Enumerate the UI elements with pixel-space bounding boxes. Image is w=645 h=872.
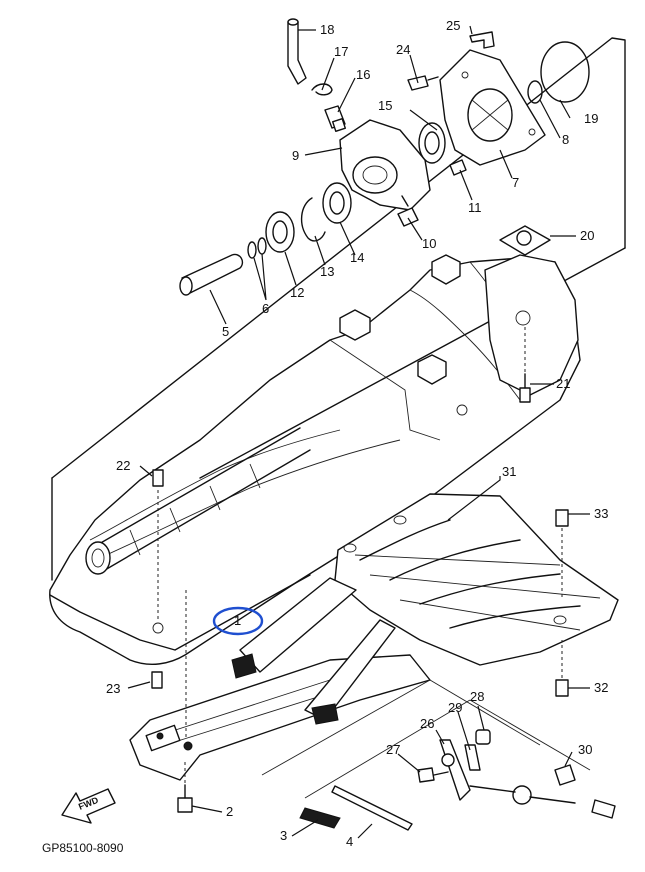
part-11-pin bbox=[449, 159, 467, 176]
part-24-bolt bbox=[407, 75, 439, 91]
part-22-bolt bbox=[152, 469, 164, 620]
part-4-strip bbox=[331, 785, 413, 831]
part-3-strip bbox=[299, 807, 341, 829]
part-15-bearing bbox=[418, 122, 446, 164]
part-label: 29 bbox=[448, 700, 462, 715]
part-label: 28 bbox=[470, 689, 484, 704]
part-label: 1 bbox=[234, 613, 241, 628]
part-13-snap-ring bbox=[301, 197, 326, 242]
part-7-cover-plate bbox=[439, 49, 546, 166]
part-labels: 18 17 16 24 25 15 19 8 9 7 11 10 14 13 1… bbox=[106, 18, 608, 849]
part-6-ring-a bbox=[247, 241, 257, 259]
part-20-mount bbox=[499, 225, 551, 256]
part-16-screw bbox=[324, 105, 347, 133]
part-label: 12 bbox=[290, 285, 304, 300]
part-31-intake-grate bbox=[334, 493, 619, 666]
part-label: 18 bbox=[320, 22, 334, 37]
part-label: 4 bbox=[346, 834, 353, 849]
part-label: 25 bbox=[446, 18, 460, 33]
part-label: 8 bbox=[562, 132, 569, 147]
part-label: 19 bbox=[584, 111, 598, 126]
part-8-o-ring bbox=[527, 80, 543, 104]
part-label: 6 bbox=[262, 301, 269, 316]
part-21-bolt bbox=[519, 325, 531, 403]
part-label: 7 bbox=[512, 175, 519, 190]
part-9-bearing-housing bbox=[339, 119, 431, 211]
part-label: 9 bbox=[292, 148, 299, 163]
part-label: 20 bbox=[580, 228, 594, 243]
part-label: 30 bbox=[578, 742, 592, 757]
part-label: 2 bbox=[226, 804, 233, 819]
part-33-bolt bbox=[555, 509, 569, 600]
part-1-ride-plate bbox=[231, 577, 357, 679]
part-label: 5 bbox=[222, 324, 229, 339]
part-label: 23 bbox=[106, 681, 120, 696]
part-label: 22 bbox=[116, 458, 130, 473]
part-label: 33 bbox=[594, 506, 608, 521]
forward-direction-arrow-icon: FWD bbox=[61, 788, 116, 824]
part-25-bracket bbox=[469, 31, 495, 49]
lower-plate-assembly bbox=[129, 619, 431, 781]
part-label: 16 bbox=[356, 67, 370, 82]
part-32-bolt bbox=[555, 640, 569, 697]
part-label: 21 bbox=[556, 376, 570, 391]
part-label: 26 bbox=[420, 716, 434, 731]
highlight-ellipse bbox=[212, 606, 264, 636]
drawing-code: GP85100-8090 bbox=[42, 841, 124, 855]
part-label: 24 bbox=[396, 42, 410, 57]
part-10-bolt bbox=[397, 195, 419, 227]
part-label: 14 bbox=[350, 250, 364, 265]
part-6-ring-b bbox=[257, 237, 267, 255]
part-12-bearing bbox=[265, 211, 295, 253]
part-label: 27 bbox=[386, 742, 400, 757]
part-19-gasket bbox=[540, 41, 590, 103]
steering-linkage bbox=[417, 729, 616, 819]
part-23-bolt bbox=[151, 590, 187, 740]
part-label: 13 bbox=[320, 264, 334, 279]
part-5-shaft bbox=[179, 253, 244, 296]
part-label: 31 bbox=[502, 464, 516, 479]
hull-housing bbox=[49, 254, 581, 666]
leader-lines bbox=[127, 25, 590, 839]
part-label: 32 bbox=[594, 680, 608, 695]
part-14-bearing bbox=[322, 182, 352, 224]
part-17-clip bbox=[311, 83, 333, 96]
guide-line-3-4 bbox=[261, 679, 591, 799]
part-label: 10 bbox=[422, 236, 436, 251]
part-2-bolt bbox=[177, 760, 193, 813]
part-label: 15 bbox=[378, 98, 392, 113]
part-18-fitting bbox=[287, 18, 307, 85]
part-label: 11 bbox=[468, 200, 482, 215]
part-label: 17 bbox=[334, 44, 348, 59]
part-label: 3 bbox=[280, 828, 287, 843]
